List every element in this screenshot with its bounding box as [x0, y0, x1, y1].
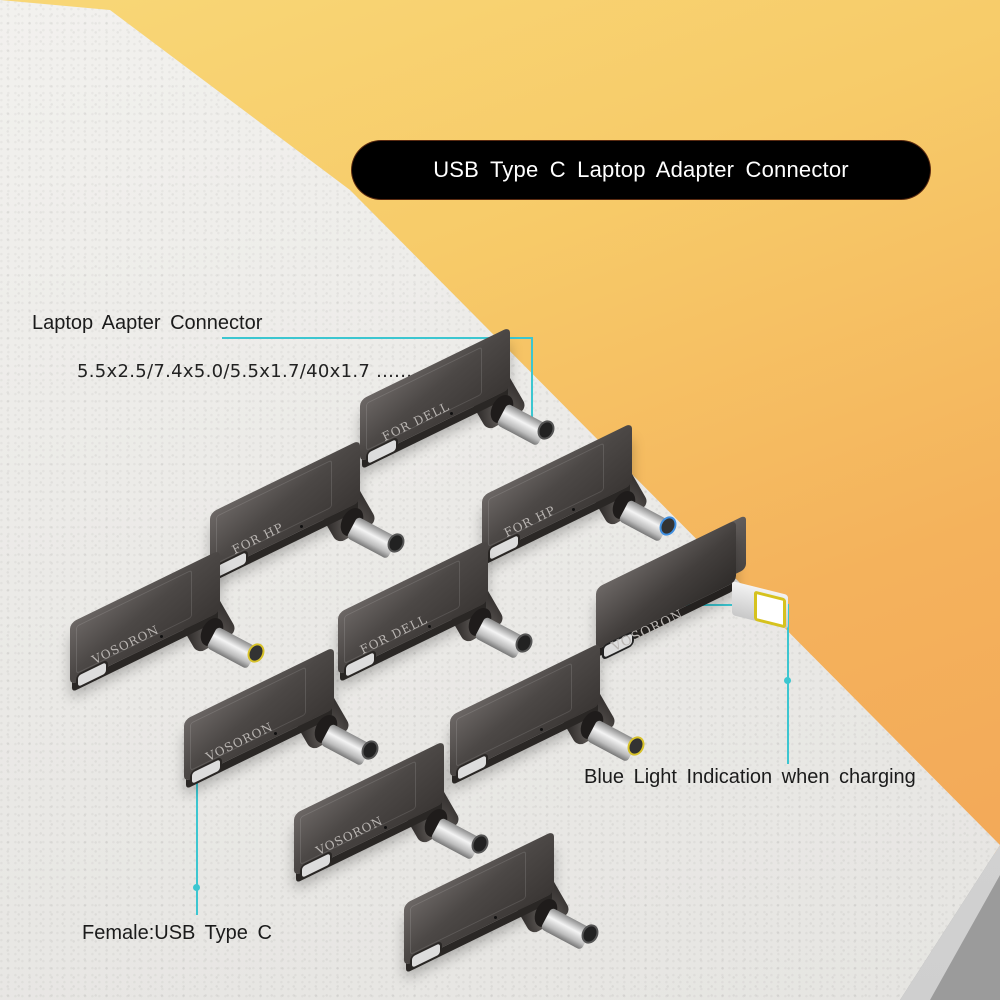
leader-dot — [784, 677, 791, 684]
title-banner: USB Type C Laptop Adapter Connector — [352, 141, 930, 199]
callout-laptop-connector: Laptop Aapter Connector — [32, 312, 263, 334]
title-text: USB Type C Laptop Adapter Connector — [433, 157, 849, 182]
leader-line-h — [673, 604, 789, 606]
adapter-square-tip-vosoron: VOSORON — [596, 514, 796, 688]
adapter-dell-middle: FOR DELL — [338, 539, 536, 705]
square-tip-connector — [732, 581, 788, 629]
callout-female-usbc: Female:USB Type C — [82, 922, 272, 944]
adapter-vosoron-yellow-tip: VOSORON — [70, 549, 268, 715]
adapter-vosoron-lower: VOSORON — [294, 740, 492, 906]
leader-line-v — [196, 770, 198, 915]
adapter-bottom — [404, 830, 602, 996]
adapter-vosoron-center: VOSORON — [184, 646, 382, 812]
leader-line-h — [222, 337, 533, 339]
leader-line-v — [531, 337, 533, 427]
leader-dot — [193, 884, 200, 891]
adapter-hp-left: FOR HP — [210, 439, 408, 605]
adapter-dell-top: FOR DELL — [360, 326, 558, 492]
callout-blue-light: Blue Light Indication when charging — [584, 766, 916, 788]
adapter-yellow-tip-right — [450, 642, 648, 808]
leader-line-v — [787, 604, 789, 764]
adapter-hp-right: FOR HP — [482, 422, 680, 588]
callout-sizes: 5.5x2.5/7.4x5.0/5.5x1.7/40x1.7 ...... — [77, 361, 413, 382]
